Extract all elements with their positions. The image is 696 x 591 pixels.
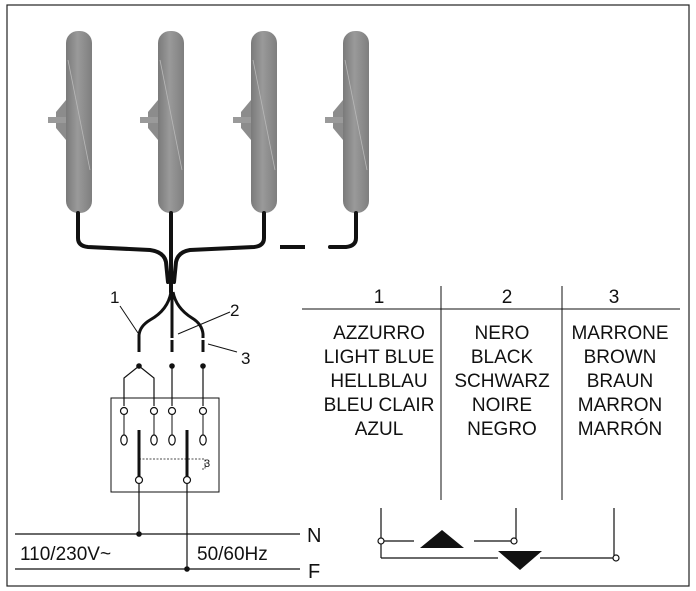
connector-wiring bbox=[123, 365, 204, 406]
switch-box bbox=[110, 397, 220, 493]
frame-border bbox=[6, 4, 690, 587]
actuator-tube-4 bbox=[325, 31, 369, 213]
line-n-label: N bbox=[307, 525, 321, 547]
switch-out-terminal-1 bbox=[134, 475, 144, 485]
supply-frequency: 50/60Hz bbox=[197, 544, 268, 565]
table-cell: BRAUN bbox=[587, 371, 654, 392]
table-cell: MARRON bbox=[578, 395, 662, 416]
actuator-tube-1 bbox=[48, 31, 92, 213]
direction-diagram bbox=[380, 508, 615, 559]
actuator-tube-2 bbox=[140, 31, 184, 213]
switch-terminals bbox=[119, 406, 208, 446]
table-cell: NOIRE bbox=[472, 395, 532, 416]
table-cell: MARRONE bbox=[571, 323, 668, 344]
table-cell: AZUL bbox=[355, 419, 404, 440]
table-header-1: 1 bbox=[374, 287, 385, 308]
plug-terminals bbox=[137, 340, 205, 352]
table-header-3: 3 bbox=[609, 287, 620, 308]
switch-blades bbox=[137, 430, 189, 477]
label-leaders bbox=[119, 305, 238, 353]
supply-lines bbox=[15, 484, 300, 570]
wire-color-table: 1 2 3 AZZURRO LIGHT BLUE HELLBLAU BLEU C… bbox=[302, 286, 680, 500]
table-cell: NERO bbox=[475, 323, 530, 344]
supply-voltage: 110/230V~ bbox=[20, 544, 111, 565]
cable-bundle bbox=[76, 211, 358, 294]
direction-node-1 bbox=[377, 537, 385, 545]
table-cell: NEGRO bbox=[467, 419, 537, 440]
table-cell: LIGHT BLUE bbox=[324, 347, 435, 368]
wire-label-1: 1 bbox=[110, 288, 119, 307]
table-cell: MARRÓN bbox=[578, 418, 662, 440]
direction-node-3 bbox=[612, 554, 620, 562]
table-header-2: 2 bbox=[502, 287, 513, 308]
table-cell: SCHWARZ bbox=[454, 371, 550, 392]
switch-out-terminal-2 bbox=[182, 475, 192, 485]
wire-label-2: 2 bbox=[230, 301, 239, 320]
switch-internal-lines bbox=[123, 414, 204, 435]
table-cell: BLEU CLAIR bbox=[324, 395, 435, 416]
actuator-tube-3 bbox=[233, 31, 277, 213]
wire-label-3: 3 bbox=[241, 349, 250, 368]
switch-linkage bbox=[139, 458, 206, 470]
table-cell: HELLBLAU bbox=[330, 371, 427, 392]
table-cell: BLACK bbox=[471, 347, 534, 368]
direction-node-2 bbox=[510, 537, 518, 545]
up-arrow-icon bbox=[420, 530, 464, 548]
split-wires bbox=[137, 291, 205, 340]
switch-label: 3 bbox=[204, 458, 210, 470]
down-arrow-icon bbox=[498, 551, 542, 570]
line-f-label: F bbox=[308, 561, 320, 583]
table-cell: AZZURRO bbox=[333, 323, 425, 344]
junction-n bbox=[136, 531, 142, 537]
table-cell: BROWN bbox=[584, 347, 657, 368]
junction-f bbox=[184, 566, 190, 572]
